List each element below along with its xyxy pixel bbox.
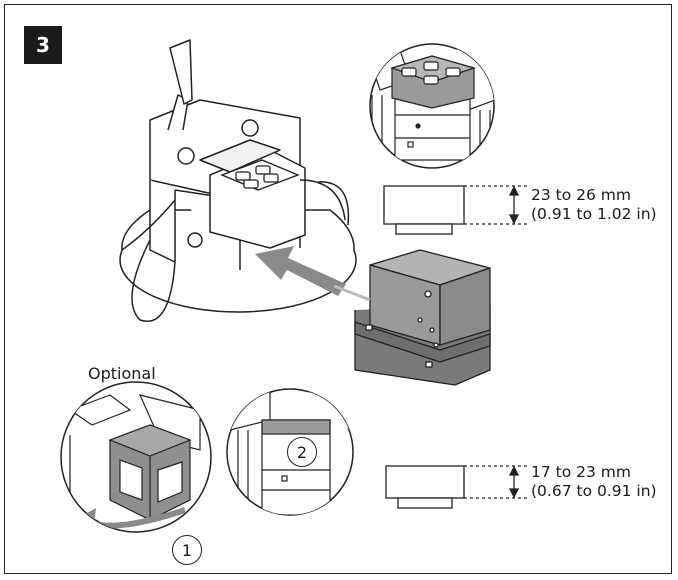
dimension-block-upper bbox=[383, 185, 530, 235]
step-number-badge: 3 bbox=[24, 26, 62, 64]
upper-dimension-mm: 23 to 26 mm bbox=[531, 186, 631, 204]
fixture-connector bbox=[220, 159, 300, 191]
upper-dimension-in: (0.91 to 1.02 in) bbox=[531, 205, 657, 223]
lower-dimension-in: (0.67 to 0.91 in) bbox=[531, 482, 657, 500]
detail-circle-optional bbox=[60, 381, 212, 533]
optional-label: Optional bbox=[88, 364, 156, 383]
driver-module bbox=[333, 249, 491, 386]
detail-circle-top bbox=[369, 43, 495, 169]
insertion-arrow bbox=[255, 246, 346, 296]
upper-dimension-label: 23 to 26 mm (0.91 to 1.02 in) bbox=[531, 186, 657, 224]
callout-2: 2 bbox=[287, 437, 317, 467]
lower-dimension-mm: 17 to 23 mm bbox=[531, 463, 631, 481]
dimension-block-lower bbox=[385, 465, 530, 509]
lower-dimension-label: 17 to 23 mm (0.67 to 0.91 in) bbox=[531, 463, 657, 501]
callout-1: 1 bbox=[172, 535, 202, 565]
figure-frame bbox=[4, 4, 672, 574]
